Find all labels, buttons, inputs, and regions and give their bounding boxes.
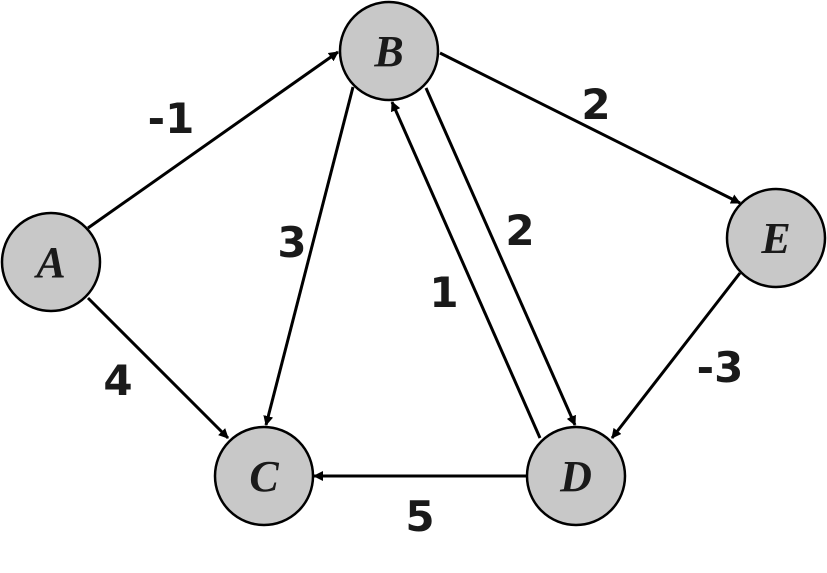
edge-A-C xyxy=(86,296,230,440)
edge-D-B xyxy=(390,101,542,439)
node-E: E xyxy=(725,187,827,289)
node-label: A xyxy=(33,238,65,287)
edge-weight-D-C: 5 xyxy=(405,492,434,541)
node-A: A xyxy=(0,211,102,313)
node-circle xyxy=(0,211,102,313)
edge-B-E xyxy=(439,51,741,205)
node-label: C xyxy=(249,452,279,501)
edge-weight-B-D: 2 xyxy=(505,206,534,255)
node-D: D xyxy=(525,425,627,527)
edge-E-D xyxy=(610,272,742,439)
node-B: B xyxy=(338,0,440,102)
edge-weight-A-B: -1 xyxy=(148,94,195,143)
edge-weight-D-B: 1 xyxy=(429,268,458,317)
node-label: B xyxy=(373,27,403,76)
edge-weight-B-E: 2 xyxy=(581,80,610,129)
edge-weight-E-D: -3 xyxy=(697,343,744,392)
edge-A-B xyxy=(87,50,339,230)
node-label: E xyxy=(760,214,790,263)
node-C: C xyxy=(213,425,315,527)
edge-weight-B-C: 3 xyxy=(277,218,306,267)
node-circle xyxy=(525,425,627,527)
edge-B-D xyxy=(424,87,577,426)
edge-weight-A-C: 4 xyxy=(103,356,132,405)
node-label: D xyxy=(559,452,592,501)
node-circle xyxy=(338,0,440,102)
edge-B-C xyxy=(263,86,355,426)
node-circle xyxy=(725,187,827,289)
node-circle xyxy=(213,425,315,527)
